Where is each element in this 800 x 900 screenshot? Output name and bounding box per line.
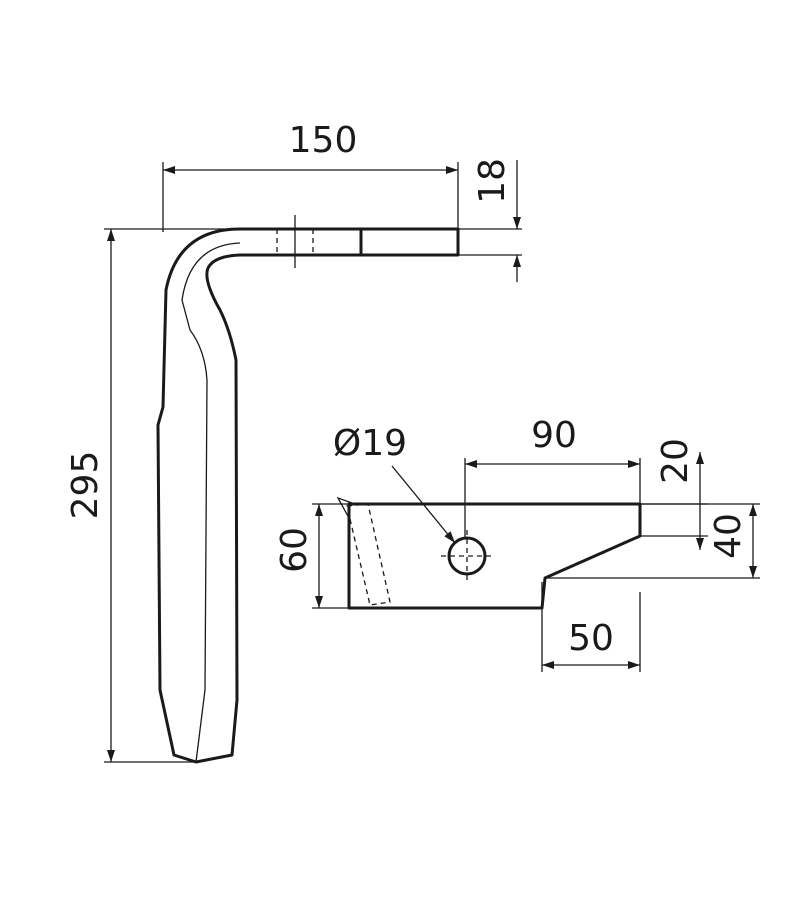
flange-bevel-tip xyxy=(336,496,356,519)
dim-19-label: Ø19 xyxy=(333,423,407,464)
dim-150-label: 150 xyxy=(289,120,358,161)
dim-18-label: 18 xyxy=(472,158,513,204)
flange-outline xyxy=(347,502,642,610)
dim-295-label: 295 xyxy=(65,451,106,520)
side-view: 150 18 295 xyxy=(65,120,522,764)
dim-20-label: 20 xyxy=(655,438,696,484)
dim-60-label: 60 xyxy=(274,527,315,573)
dim-19-leader xyxy=(391,465,456,544)
detail-view: Ø19 90 60 20 40 50 xyxy=(274,415,760,672)
tine-inner-edge xyxy=(181,242,241,763)
dim-50-label: 50 xyxy=(568,618,614,659)
flange-bevel-hidden xyxy=(346,503,391,606)
dim-90-label: 90 xyxy=(531,415,577,456)
tine-outline xyxy=(156,227,460,764)
dim-40-label: 40 xyxy=(708,513,749,559)
mounting-hole xyxy=(447,536,487,576)
